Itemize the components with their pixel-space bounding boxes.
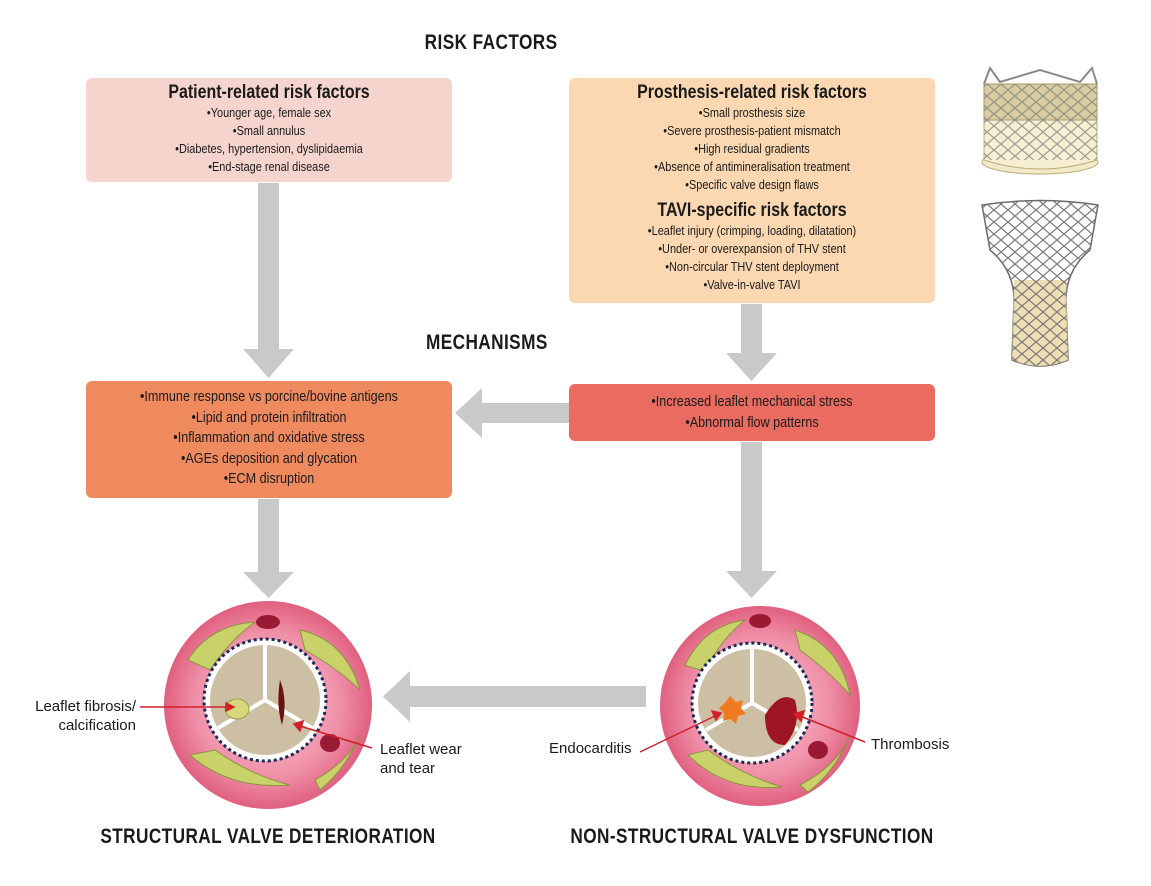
mechanisms-mechanical-box: Increased leaflet mechanical stress Abno… bbox=[569, 384, 935, 441]
prosthesis-risk-factors-list: Small prosthesis size Severe prosthesis-… bbox=[576, 104, 929, 194]
patient-risk-factors-box: Patient-related risk factors Younger age… bbox=[86, 78, 452, 182]
mechanisms-biological-box: Immune response vs porcine/bovine antige… bbox=[86, 381, 452, 498]
prosthesis-risk-factors-box: Prosthesis-related risk factors Small pr… bbox=[569, 78, 935, 303]
arrow-mechanisms-to-svd bbox=[243, 499, 294, 598]
svd-title: STRUCTURAL VALVE DETERIORATION bbox=[100, 825, 436, 848]
list-item: Lipid and protein infiltration bbox=[93, 408, 446, 429]
callout-lines bbox=[140, 701, 866, 753]
list-item: ECM disruption bbox=[93, 469, 446, 490]
list-item: Abnormal flow patterns bbox=[576, 413, 929, 434]
list-item: AGEs deposition and glycation bbox=[93, 449, 446, 470]
list-item: Younger age, female sex bbox=[93, 104, 446, 122]
list-item: Valve-in-valve TAVI bbox=[576, 276, 929, 294]
wear-label-line1: Leaflet wear bbox=[380, 741, 462, 758]
patient-risk-factors-title: Patient-related risk factors bbox=[168, 82, 370, 103]
list-item: Under- or overexpansion of THV stent bbox=[576, 240, 929, 258]
list-item: Leaflet injury (crimping, loading, dilat… bbox=[576, 222, 929, 240]
wear-label-line2: and tear bbox=[380, 760, 436, 777]
nsvd-valve-illustration bbox=[660, 606, 860, 806]
arrow-right-to-left-mechanisms bbox=[455, 388, 569, 438]
risk-factors-heading: RISK FACTORS bbox=[424, 31, 558, 54]
tavi-risk-factors-list: Leaflet injury (crimping, loading, dilat… bbox=[576, 222, 929, 294]
nsvd-title: NON-STRUCTURAL VALVE DYSFUNCTION bbox=[570, 825, 934, 848]
mechanisms-mechanical-list: Increased leaflet mechanical stress Abno… bbox=[576, 392, 929, 433]
thrombosis-label: Thrombosis bbox=[871, 736, 950, 753]
arrow-nsvd-to-svd bbox=[383, 671, 646, 722]
fibrosis-callout: Leaflet fibrosis/ calcification bbox=[28, 697, 136, 735]
mechanisms-biological-list: Immune response vs porcine/bovine antige… bbox=[93, 387, 446, 490]
list-item: Inflammation and oxidative stress bbox=[93, 428, 446, 449]
tavi-risk-factors-title: TAVI-specific risk factors bbox=[657, 200, 847, 221]
fibrosis-label-line2: calcification bbox=[58, 717, 136, 734]
list-item: Specific valve design flaws bbox=[576, 176, 929, 194]
mechanisms-heading: MECHANISMS bbox=[425, 331, 548, 354]
list-item: High residual gradients bbox=[576, 140, 929, 158]
patient-risk-factors-list: Younger age, female sex Small annulus Di… bbox=[93, 104, 446, 176]
surgical-valve-illustration bbox=[981, 65, 1099, 175]
list-item: Small annulus bbox=[93, 122, 446, 140]
endocarditis-label: Endocarditis bbox=[549, 740, 632, 757]
list-item: Severe prosthesis-patient mismatch bbox=[576, 122, 929, 140]
arrow-mechanisms-to-nsvd bbox=[726, 442, 777, 598]
list-item: Absence of antimineralisation treatment bbox=[576, 158, 929, 176]
list-item: Non-circular THV stent deployment bbox=[576, 258, 929, 276]
svd-valve-illustration bbox=[164, 601, 372, 809]
prosthesis-risk-factors-title: Prosthesis-related risk factors bbox=[637, 82, 867, 103]
wear-callout: Leaflet wear and tear bbox=[380, 740, 462, 778]
list-item: Increased leaflet mechanical stress bbox=[576, 392, 929, 413]
arrow-prosthesis-to-mechanisms bbox=[726, 304, 777, 381]
thv-stent-illustration bbox=[981, 199, 1099, 367]
list-item: Immune response vs porcine/bovine antige… bbox=[93, 387, 446, 408]
list-item: Diabetes, hypertension, dyslipidaemia bbox=[93, 140, 446, 158]
list-item: Small prosthesis size bbox=[576, 104, 929, 122]
arrow-patient-to-mechanisms bbox=[243, 183, 294, 378]
list-item: End-stage renal disease bbox=[93, 158, 446, 176]
fibrosis-label-line1: Leaflet fibrosis/ bbox=[35, 698, 136, 715]
